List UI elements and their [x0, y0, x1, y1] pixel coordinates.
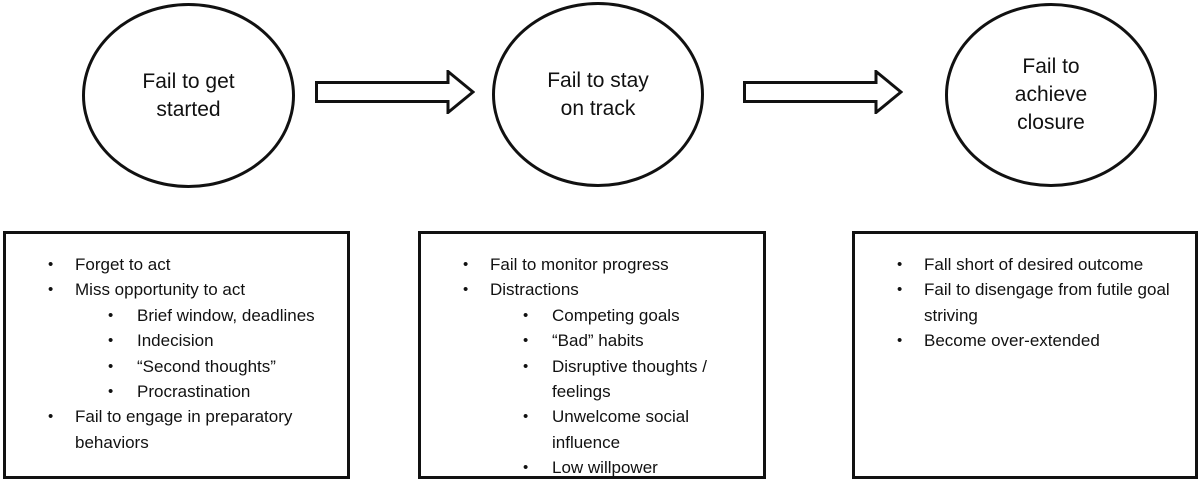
- stage-circle-fail-to-stay-on-track: Fail to stay on track: [492, 2, 704, 187]
- bullet-icon: •: [463, 281, 469, 299]
- list-item: • Procrastination: [6, 379, 337, 404]
- stage-circle-fail-to-get-started: Fail to get started: [82, 3, 295, 188]
- bullet-icon: •: [523, 306, 529, 324]
- detail-box-fail-to-get-started: •Forget to act •Miss opportunity to act …: [3, 231, 350, 479]
- bullet-icon: •: [108, 306, 114, 324]
- bullet-icon: •: [523, 408, 529, 426]
- bullet-icon: •: [523, 332, 529, 350]
- list-item: • Miss opportunity to act: [6, 277, 337, 302]
- detail-box-fail-to-achieve-closure: • Fall short of desired outcome • Fail to …: [852, 231, 1198, 479]
- arrow-right-icon: [743, 70, 903, 114]
- list-item-text: Low willpower: [552, 458, 658, 478]
- list-item-text: Distractions: [490, 280, 579, 300]
- list-item: • Fall short of desired outcome: [855, 252, 1185, 277]
- list-item: • Distractions: [421, 277, 753, 302]
- list-item: • Brief window, deadlines: [6, 303, 337, 328]
- list-item: • Fail to engage in preparatory behaviors: [6, 404, 337, 455]
- bullet-icon: •: [108, 332, 114, 350]
- list-item-text: Fail to monitor progress: [490, 255, 669, 274]
- bullet-icon: •: [48, 408, 54, 426]
- arrow-right-icon: [315, 70, 475, 114]
- list-item-text: Unwelcome social influence: [552, 407, 689, 452]
- list-item-text: “Bad” habits: [552, 331, 644, 351]
- bullet-icon: •: [108, 357, 114, 375]
- list-item-text: Fail to disengage from futile goal striv…: [924, 280, 1170, 325]
- stage-circle-fail-to-achieve-closure: Fail to achieve closure: [945, 3, 1157, 187]
- list-item-text: Miss opportunity to act: [75, 280, 246, 300]
- stage-label: Fail to achieve closure: [1014, 55, 1088, 134]
- list-item: • Fail to monitor progress: [421, 252, 753, 277]
- list-item: • Forget to act: [6, 252, 337, 277]
- bullet-icon: •: [897, 256, 903, 273]
- bullet-icon: •: [48, 256, 54, 273]
- list-item: • Indecision: [6, 328, 337, 353]
- list-item: • “Bad” habits: [421, 328, 753, 353]
- list-item-text: Indecision: [137, 331, 214, 351]
- list-item: • Fail to disengage from futile goal stri…: [855, 277, 1185, 328]
- list-item: • Competing goals: [421, 303, 753, 328]
- list-item-text: “Second thoughts”: [137, 356, 276, 376]
- stage-label: Fail to stay on track: [547, 68, 649, 120]
- list-item-text: Competing goals: [552, 305, 680, 325]
- list-item-text: Brief window, deadlines: [137, 305, 315, 325]
- bullet-list: •Forget to act •Miss opportunity to act …: [6, 234, 347, 455]
- list-item: • Unwelcome social influence: [421, 404, 753, 455]
- bullet-list: •Fail to monitor progress •Distractions …: [421, 234, 763, 481]
- bullet-list: • Fall short of desired outcome • Fail to …: [855, 234, 1195, 354]
- list-item-text: Disruptive thoughts / feelings: [552, 356, 707, 402]
- list-item-text: Become over-extended: [924, 331, 1100, 351]
- list-item: • Disruptive thoughts / feelings: [421, 354, 753, 405]
- bullet-icon: •: [523, 357, 529, 375]
- detail-box-fail-to-stay-on-track: •Fail to monitor progress •Distractions …: [418, 231, 766, 479]
- list-item-text: Fail to engage in preparatory behaviors: [75, 407, 293, 452]
- list-item: • Become over-extended: [855, 328, 1185, 353]
- bullet-icon: •: [463, 256, 469, 273]
- list-item: • Low willpower: [421, 455, 753, 480]
- bullet-icon: •: [523, 459, 529, 477]
- bullet-icon: •: [897, 281, 903, 299]
- list-item-text: Fall short of desired outcome: [924, 255, 1144, 274]
- bullet-icon: •: [108, 383, 114, 401]
- list-item-text: Forget to act: [75, 255, 171, 274]
- bullet-icon: •: [897, 332, 903, 350]
- stage-label: Fail to get started: [142, 69, 235, 121]
- bullet-icon: •: [48, 281, 54, 299]
- list-item: • “Second thoughts”: [6, 354, 337, 379]
- list-item-text: Procrastination: [137, 382, 251, 402]
